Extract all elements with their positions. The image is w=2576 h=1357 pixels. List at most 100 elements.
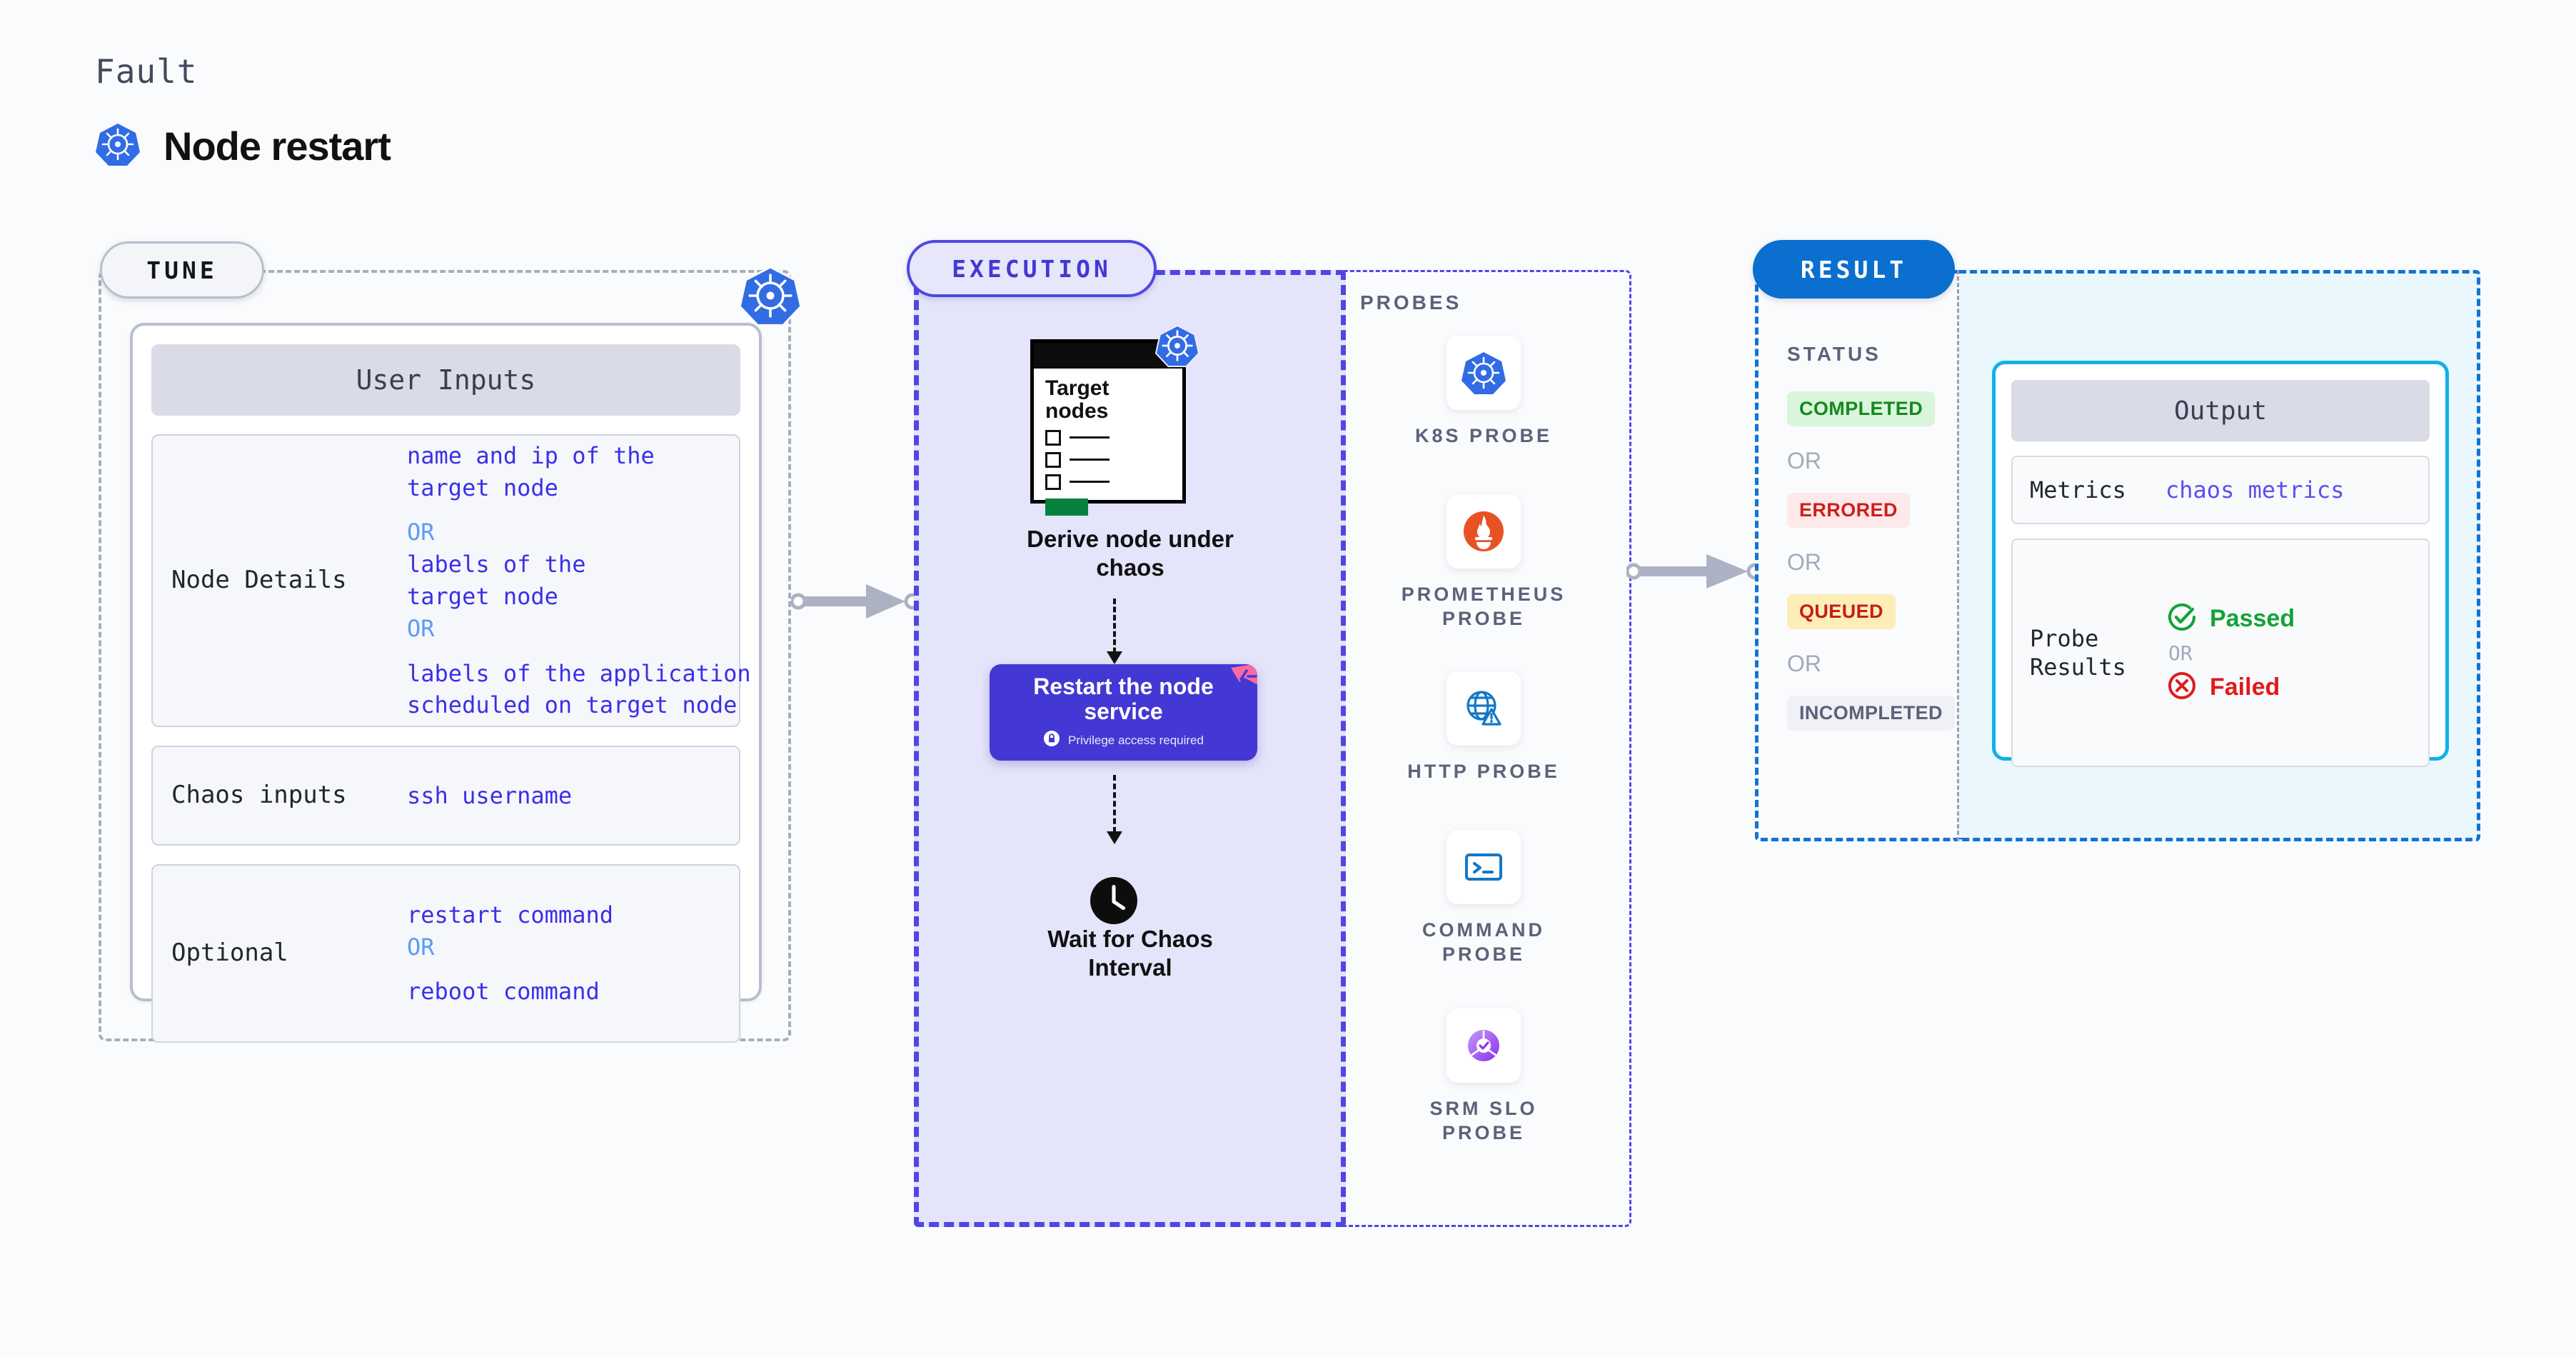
input-row-label: Chaos inputs xyxy=(171,781,347,810)
value-text: target node xyxy=(407,583,558,610)
checkbox-icon xyxy=(1045,429,1061,446)
target-nodes-title: nodes xyxy=(1045,399,1109,424)
or-separator: OR xyxy=(1787,651,1821,676)
step-caption-wait: Wait for Chaos Interval xyxy=(916,925,1344,981)
or-separator: OR xyxy=(407,519,435,546)
input-row-values: name and ip of the target node OR labels… xyxy=(407,440,751,721)
lock-icon xyxy=(1043,730,1060,751)
user-inputs-title: User Inputs xyxy=(151,344,740,416)
output-row-label: Probe xyxy=(2030,625,2099,652)
value-text: scheduled on target node xyxy=(407,691,738,719)
srm-slo-icon xyxy=(1447,1008,1521,1083)
flow-arrow-down xyxy=(1107,599,1122,664)
page-title-row: Node restart xyxy=(95,121,391,171)
or-separator: OR xyxy=(2168,641,2193,665)
value-text: restart command xyxy=(407,901,613,928)
user-inputs-card: User Inputs Node Details name and ip of … xyxy=(130,323,762,1043)
target-nodes-title: Target xyxy=(1045,376,1110,400)
caption-line: Wait for Chaos xyxy=(1047,926,1213,952)
result-status-zone xyxy=(1755,270,1957,841)
probe-label: PROMETHEUS xyxy=(1401,584,1566,605)
checkbox-icon xyxy=(1045,451,1061,468)
probe-label: SRM SLO xyxy=(1429,1098,1538,1119)
list-item xyxy=(1045,474,1182,490)
step-title-line: service xyxy=(1084,698,1163,724)
probe-result-failed: Failed xyxy=(2165,669,2295,706)
input-row-values: ssh username xyxy=(407,780,572,812)
list-item xyxy=(1045,451,1182,468)
connector-execution-to-result xyxy=(1625,550,1764,593)
probe-label: PROBE xyxy=(1442,943,1526,965)
input-row-node-details: Node Details name and ip of the target n… xyxy=(151,434,751,727)
value-text: labels of the xyxy=(407,551,586,579)
output-metrics-value: chaos metrics xyxy=(2165,476,2345,504)
kubernetes-icon xyxy=(95,121,141,171)
check-circle-icon xyxy=(2165,601,2198,637)
clock-icon xyxy=(1088,875,1139,926)
probe-item-command[interactable]: COMMAND PROBE xyxy=(1391,830,1576,967)
list-item xyxy=(1045,429,1182,446)
probes-section-label: PROBES xyxy=(1360,291,1462,314)
value-text: labels of the application xyxy=(407,659,751,687)
probe-result-label: Passed xyxy=(2210,604,2295,632)
privilege-note: Privilege access required xyxy=(1068,733,1204,747)
globe-warning-icon xyxy=(1447,671,1521,746)
output-row-label: Metrics xyxy=(2030,476,2126,504)
probe-item-prometheus[interactable]: PROMETHEUS PROBE xyxy=(1391,494,1576,631)
input-row-label: Node Details xyxy=(171,566,347,595)
checkbox-icon xyxy=(1045,474,1061,490)
or-separator: OR xyxy=(1787,549,1821,575)
placeholder-line xyxy=(1070,459,1110,461)
kubernetes-icon xyxy=(1447,336,1521,410)
probe-label: HTTP PROBE xyxy=(1407,761,1560,782)
caption-line: Derive node under xyxy=(1027,526,1234,552)
x-circle-icon xyxy=(2165,669,2198,706)
result-divider xyxy=(1957,270,1959,841)
selected-indicator xyxy=(1045,498,1088,516)
placeholder-line xyxy=(1070,436,1110,439)
bomb-icon xyxy=(1215,664,1257,701)
value-text: ssh username xyxy=(407,781,573,809)
status-heading: STATUS xyxy=(1787,343,1881,365)
step-title-line: Restart the node xyxy=(1033,673,1214,699)
input-row-chaos-inputs: Chaos inputs ssh username xyxy=(151,746,740,846)
restart-node-service-step: Restart the node service Privilege acces… xyxy=(990,664,1257,761)
or-separator: OR xyxy=(407,933,435,961)
step-caption-derive: Derive node under chaos xyxy=(916,525,1344,581)
probe-result-label: Failed xyxy=(2210,673,2280,701)
input-row-label: Optional xyxy=(171,938,288,968)
probe-label: PROBE xyxy=(1442,1121,1526,1143)
value-text: reboot command xyxy=(407,978,600,1006)
value-text: target node xyxy=(407,474,558,501)
page-title: Node restart xyxy=(163,124,391,169)
connector-tune-to-execution xyxy=(790,580,921,623)
probe-label: K8S PROBE xyxy=(1414,425,1553,446)
probe-item-srm-slo[interactable]: SRM SLO PROBE xyxy=(1391,1008,1576,1146)
output-title: Output xyxy=(2011,380,2430,441)
or-separator: OR xyxy=(1787,448,1821,474)
status-badge-errored: ERRORED xyxy=(1787,493,1910,528)
output-card: Output Metrics chaos metrics Probe Resul… xyxy=(1992,361,2449,767)
placeholder-line xyxy=(1070,481,1110,484)
result-chip: RESULT xyxy=(1753,240,1955,299)
output-row-probe-results: Probe Results Passed OR xyxy=(2011,539,2430,767)
probe-label: PROBE xyxy=(1442,607,1526,629)
input-row-values: restart command OR reboot command xyxy=(407,899,613,1008)
flow-arrow-down xyxy=(1107,775,1122,844)
prometheus-icon xyxy=(1447,494,1521,569)
output-row-label: Results xyxy=(2030,654,2126,681)
or-separator: OR xyxy=(407,614,435,642)
status-badge-queued: QUEUED xyxy=(1787,594,1896,629)
kubernetes-icon xyxy=(738,264,803,327)
probe-item-http[interactable]: HTTP PROBE xyxy=(1391,671,1576,784)
status-badge-incompleted: INCOMPLETED xyxy=(1787,696,1955,731)
probe-label: COMMAND xyxy=(1422,919,1545,941)
value-text: name and ip of the xyxy=(407,441,655,469)
probe-item-k8s[interactable]: K8S PROBE xyxy=(1391,336,1576,449)
output-row-metrics: Metrics chaos metrics xyxy=(2011,456,2430,524)
caption-line: chaos xyxy=(1096,554,1164,581)
status-badge-completed: COMPLETED xyxy=(1787,391,1936,426)
caption-line: Interval xyxy=(1088,953,1172,981)
input-row-optional: Optional restart command OR reboot comma… xyxy=(151,864,740,1043)
page-kicker: Fault xyxy=(95,52,198,91)
